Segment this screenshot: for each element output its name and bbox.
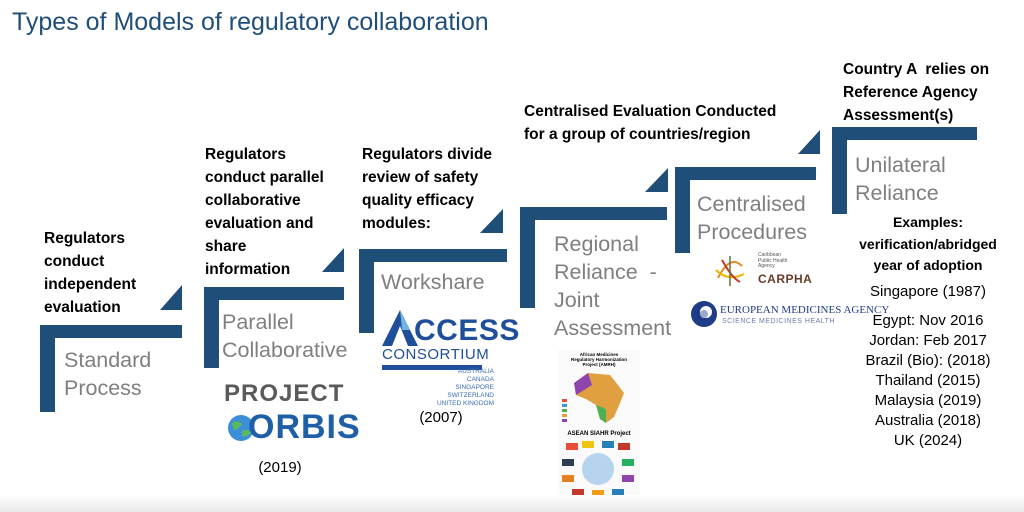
globe-icon: [228, 415, 254, 441]
stage-5-name: Centralised Procedures: [697, 192, 807, 244]
ema-logo: EUROPEAN MEDICINES AGENCY SCIENCE MEDICI…: [690, 298, 889, 332]
carpha-small-text: Caribbean Public Health Agency: [758, 252, 788, 269]
stage-6-description: Country A relies on Reference Agency Ass…: [843, 61, 990, 124]
step-1-arrow: [160, 285, 182, 310]
step-6-vertical: [832, 127, 847, 214]
step-1-horizontal: [40, 325, 182, 338]
example-item: Thailand (2015): [875, 372, 981, 389]
step-3-arrow: [480, 209, 503, 233]
access-countries: AUSTRALIA CANADA SINGAPORE SWITZERLAND U…: [436, 368, 494, 407]
example-item: Australia (2018): [875, 412, 981, 429]
stage-1-description: Regulators conduct independent evaluatio…: [44, 230, 137, 316]
stage-4-name: Regional Reliance - Joint Assessment: [554, 232, 672, 340]
amrh-title: African Medicines Regulatory Harmonizati…: [570, 352, 627, 367]
bottom-shade: [0, 495, 1024, 512]
step-5-horizontal: [675, 167, 816, 180]
carpha-emblem-icon: [715, 256, 745, 286]
ema-emblem-icon: [691, 301, 717, 327]
stage-2-name: Parallel Collaborative: [222, 310, 348, 362]
examples-heading: Examples: verification/abridged year of …: [859, 214, 997, 273]
page-title: Types of Models of regulatory collaborat…: [12, 8, 489, 36]
step-5-vertical: [675, 167, 690, 253]
example-item: Malaysia (2019): [874, 392, 982, 409]
example-item: Jordan: Feb 2017: [869, 332, 987, 349]
step-1-vertical: [40, 325, 55, 412]
step-4-horizontal: [520, 207, 667, 220]
step-4-vertical: [520, 207, 535, 308]
step-3-vertical: [359, 249, 374, 333]
example-item: UK (2024): [893, 432, 963, 449]
example-item: Singapore (1987): [870, 283, 986, 300]
step-3-horizontal: [359, 249, 507, 262]
step-2-horizontal: [204, 287, 344, 300]
access-consortium-logo: CCESS CONSORTIUM AUSTRALIA CANADA SINGAP…: [380, 308, 519, 407]
stage-6-name: Unilateral Reliance: [855, 153, 946, 205]
stage-3-year: (2007): [419, 409, 463, 426]
carpha-logo: Caribbean Public Health Agency CARPHA: [712, 252, 812, 292]
asean-flags-icon: [562, 441, 634, 497]
example-item: Brazil (Bio): (2018): [865, 352, 991, 369]
step-6-horizontal: [832, 127, 977, 140]
example-item: Egypt: Nov 2016: [872, 312, 984, 329]
step-2-arrow: [322, 248, 344, 272]
stage-3-description: Regulators divide review of safety quali…: [362, 146, 493, 232]
africa-map-icon: [562, 373, 624, 423]
stage-3-name: Workshare: [381, 270, 485, 294]
step-2-vertical: [204, 287, 219, 368]
project-orbis-logo: PROJECT ORBIS: [224, 380, 361, 446]
stage-1-name: Standard Process: [64, 348, 152, 400]
examples-list: Singapore (1987) Egypt: Nov 2016 Jordan:…: [840, 282, 1016, 451]
stage-2-year: (2019): [258, 459, 302, 476]
step-5-arrow: [798, 130, 820, 154]
step-4-arrow: [645, 168, 668, 192]
asean-title: ASEAN SIAHR Project: [567, 431, 631, 437]
amrh-asean-logos: African Medicines Regulatory Harmonizati…: [558, 350, 640, 500]
access-a-icon: [382, 310, 418, 346]
stage-5-description: Centralised Evaluation Conducted for a g…: [524, 103, 777, 143]
stage-2-description: Regulators conduct parallel collaborativ…: [205, 146, 324, 278]
